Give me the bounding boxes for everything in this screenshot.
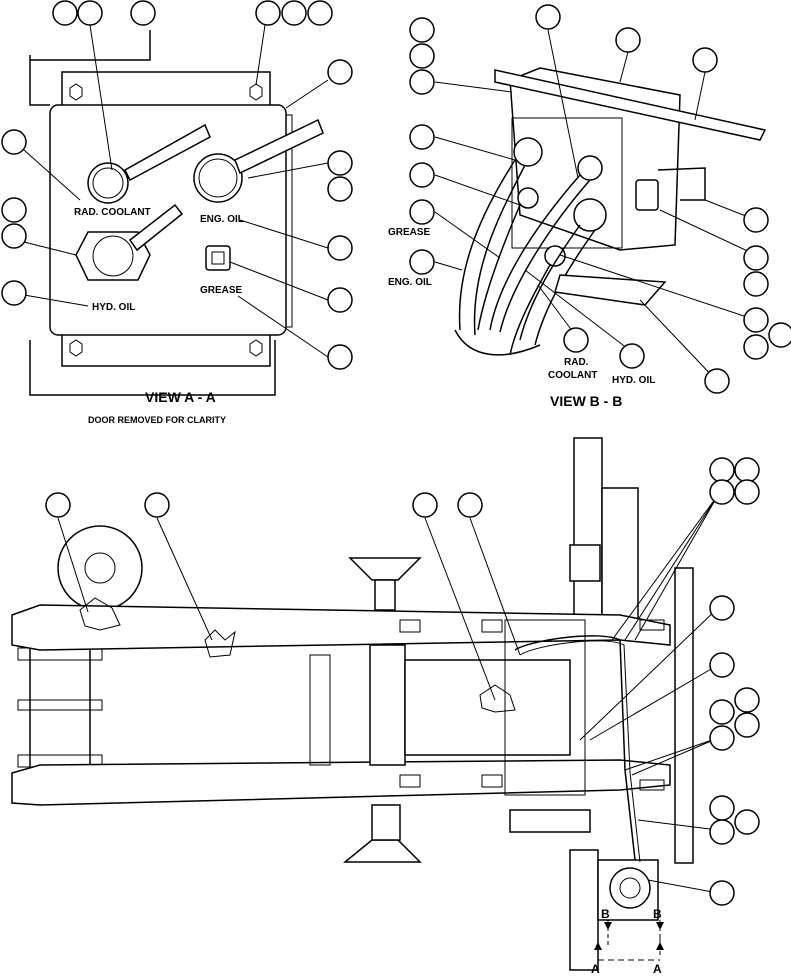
callout-bubble [409,69,435,95]
view-b-hyd-oil-label: HYD. OIL [612,375,655,386]
callout-bubble [327,150,353,176]
callout-bubble [77,0,103,26]
callout-bubble [743,334,769,360]
callout-bubble [1,197,27,223]
section-a-left-mark: A [591,962,600,976]
callout-bubble [327,176,353,202]
view-a-title: VIEW A - A [145,389,216,405]
callout-bubble [281,0,307,26]
callout-bubble [409,199,435,225]
view-a-rad-coolant-label: RAD. COOLANT [74,207,151,218]
callout-bubble [535,4,561,30]
callout-bubble [563,327,589,353]
callout-bubble [457,492,483,518]
view-b-grease-label: GREASE [388,227,431,238]
callout-bubble [743,307,769,333]
view-a-hyd-oil-label: HYD. OIL [92,302,135,313]
view-b-eng-oil-label: ENG. OIL [388,277,432,288]
callout-bubble [709,819,735,845]
view-a-eng-oil-label: ENG. OIL [200,214,244,225]
callout-bubble [255,0,281,26]
callout-bubble [709,725,735,751]
callout-bubble [709,795,735,821]
callout-bubbles [1,0,791,906]
callout-bubble [734,479,760,505]
callout-bubble [409,162,435,188]
callout-bubble [130,0,156,26]
callout-bubble [409,124,435,150]
callout-bubble [734,457,760,483]
callout-bubble [307,0,333,26]
callout-bubble [709,652,735,678]
callout-bubble [692,47,718,73]
callout-bubble [327,59,353,85]
callout-bubble [144,492,170,518]
callout-bubble [743,245,769,271]
view-a-grease-label: GREASE [200,285,243,296]
section-b-right-mark: B [653,907,662,921]
callout-bubble [704,368,730,394]
section-b-left-mark: B [601,907,610,921]
callout-bubble [734,687,760,713]
callout-bubble [734,712,760,738]
view-b-rad-label: RAD. [564,357,589,368]
callout-bubble [768,322,791,348]
callout-bubble [709,479,735,505]
callout-bubble [409,17,435,43]
view-a-subtitle: DOOR REMOVED FOR CLARITY [88,415,226,425]
callout-bubble [743,271,769,297]
callout-bubble [327,235,353,261]
callout-bubble [709,699,735,725]
callout-bubble [615,27,641,53]
view-b-panel: GREASE ENG. OIL RAD. COOLANT HYD. OIL VI… [388,29,767,409]
callout-bubble [52,0,78,26]
section-a-right-mark: A [653,962,662,976]
frame-assembly: B B A A [11,437,719,976]
callout-bubble [709,880,735,906]
callout-bubble [619,343,645,369]
callout-bubble [327,287,353,313]
callout-bubble [45,492,71,518]
callout-bubble [1,129,27,155]
view-b-coolant-label: COOLANT [548,370,597,381]
callout-bubble [734,809,760,835]
view-b-title: VIEW B - B [550,393,622,409]
callout-bubble [709,457,735,483]
callout-bubble [327,344,353,370]
callout-bubble [409,249,435,275]
callout-bubble [1,223,27,249]
view-a-panel: RAD. COOLANT ENG. OIL HYD. OIL GREASE VI… [23,24,329,425]
callout-bubble [412,492,438,518]
callout-bubble [409,43,435,69]
callout-bubble [1,280,27,306]
callout-bubble [709,595,735,621]
callout-bubble [743,207,769,233]
